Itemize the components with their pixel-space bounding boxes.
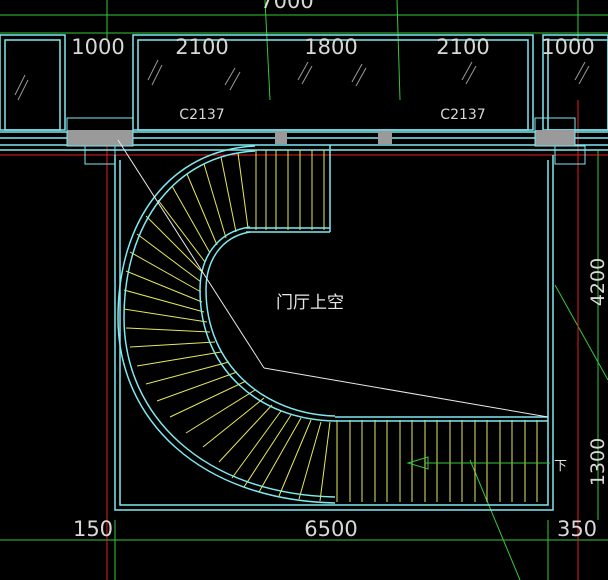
bottom-flight-treads <box>336 420 538 502</box>
curved-flight-edges <box>117 145 336 504</box>
axis-lines <box>0 100 608 580</box>
top-flight-treads <box>255 150 325 230</box>
curved-flight-treads <box>123 152 331 502</box>
down-arrow <box>406 456 550 470</box>
top-overall-dim: 7000 <box>260 0 313 13</box>
bottom-dim-left: 150 <box>73 517 113 541</box>
top-dim-2: 2100 <box>175 35 228 59</box>
room-walls <box>114 155 554 511</box>
top-flight-edges <box>246 145 331 233</box>
break-lines <box>117 139 549 418</box>
room-label: 门厅上空 <box>276 293 344 313</box>
right-dim-upper: 4200 <box>587 258 608 306</box>
wall-blocks <box>67 130 575 146</box>
top-dim-3: 1800 <box>304 35 357 59</box>
top-dim-1: 1000 <box>71 35 124 59</box>
bottom-dim-middle: 6500 <box>304 517 357 541</box>
bottom-dim-right: 350 <box>557 517 597 541</box>
window-label-right: C2137 <box>440 107 485 123</box>
window-label-left: C2137 <box>179 107 224 123</box>
top-dim-5: 1000 <box>541 35 594 59</box>
glass-hatch <box>14 59 590 101</box>
right-dim-lower: 1300 <box>587 438 608 486</box>
wall-block-outline <box>66 117 586 165</box>
down-mark: 下 <box>554 459 567 474</box>
top-dim-4: 2100 <box>436 35 489 59</box>
bottom-flight-edges <box>335 416 548 422</box>
